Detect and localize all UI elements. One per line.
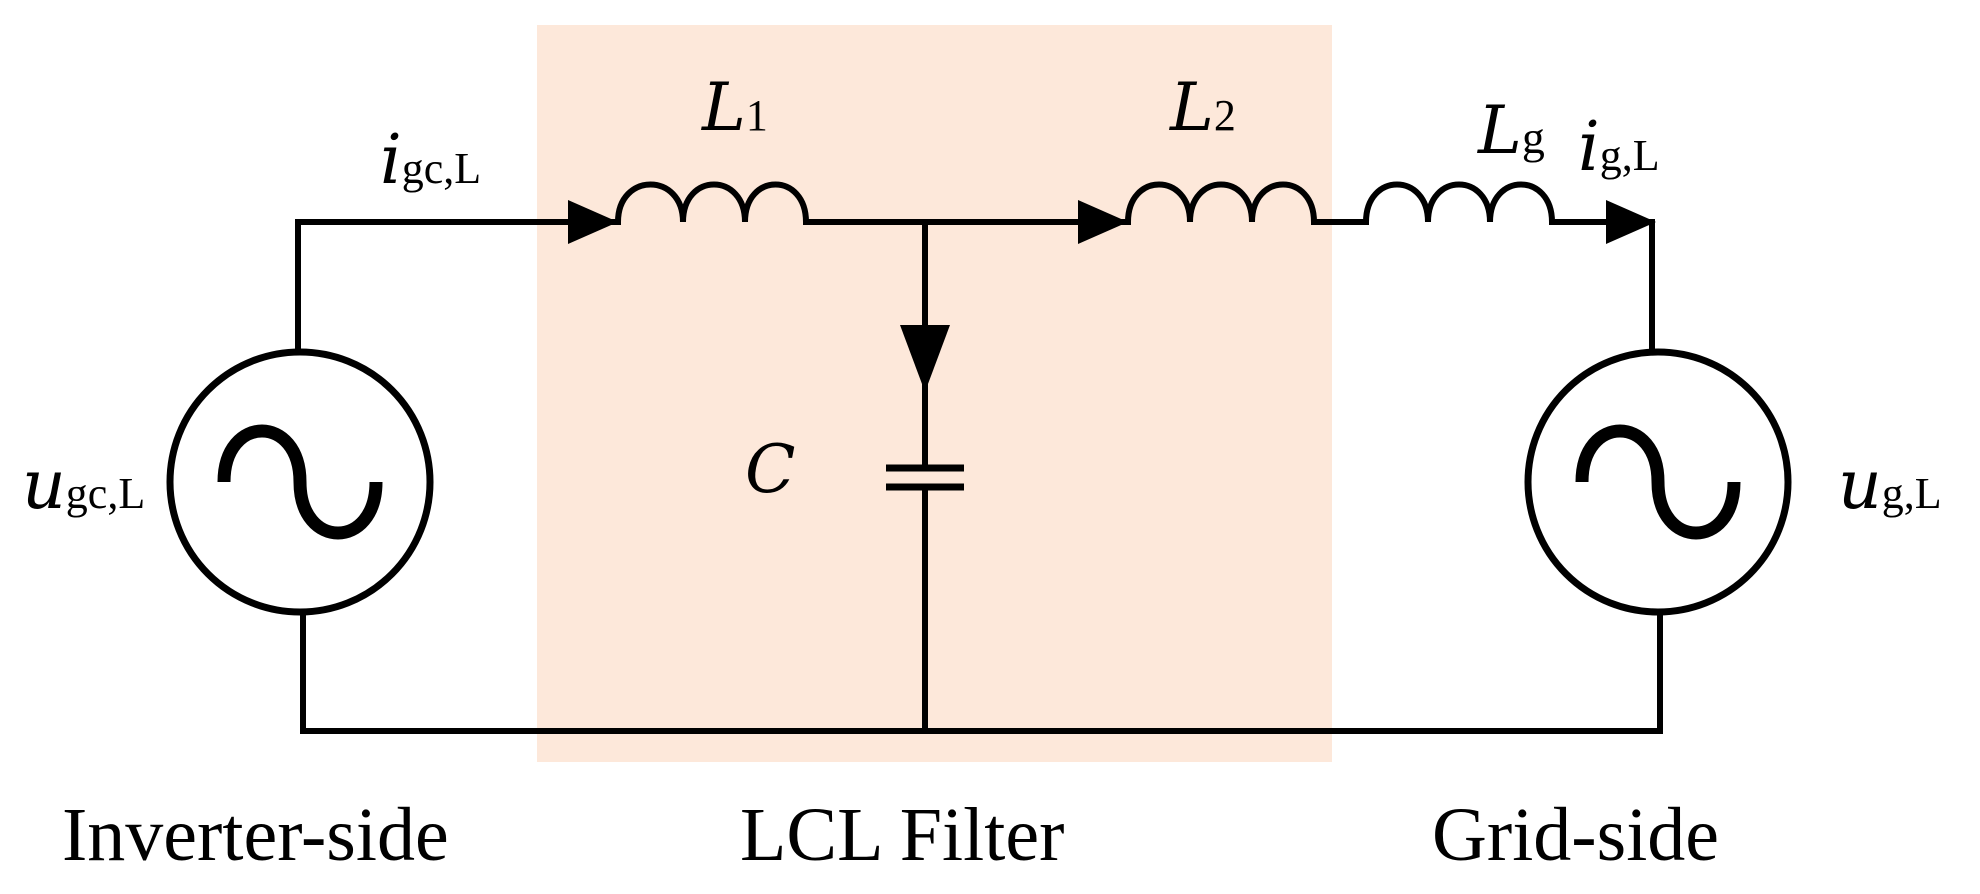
label-l1: L1 — [701, 69, 768, 146]
label-i-grid: ig,L — [1578, 108, 1660, 187]
wire-inverter-top — [295, 219, 621, 355]
arrow-i-inverter — [568, 200, 618, 244]
caption-grid-side: Grid-side — [1432, 793, 1719, 877]
arrow-i-cap — [900, 325, 950, 392]
label-u-inverter: ugc,L — [22, 446, 145, 525]
label-u-grid: ug,L — [1838, 446, 1942, 525]
source-grid-circle — [1524, 348, 1792, 616]
inductor-lg — [1363, 181, 1555, 225]
arrow-i-l2 — [1078, 200, 1128, 244]
source-inverter — [166, 348, 434, 616]
inductor-l2 — [1125, 181, 1317, 225]
wire-bottom — [300, 609, 1663, 734]
source-inverter-circle — [166, 348, 434, 616]
label-l2: L2 — [1169, 69, 1236, 146]
wire-grid-top — [1549, 219, 1655, 355]
source-grid — [1524, 348, 1792, 616]
arrow-i-grid — [1606, 200, 1656, 244]
label-c: C — [745, 431, 796, 508]
caption-lcl-filter: LCL Filter — [740, 793, 1064, 877]
inductor-l1 — [615, 181, 809, 225]
sine-icon — [1575, 424, 1741, 540]
lcl-filter-region — [537, 25, 1332, 762]
sine-icon — [217, 424, 383, 540]
caption-inverter-side: Inverter-side — [62, 793, 449, 877]
label-lg: Lg — [1477, 92, 1545, 169]
label-i-inverter: igc,L — [380, 121, 481, 200]
